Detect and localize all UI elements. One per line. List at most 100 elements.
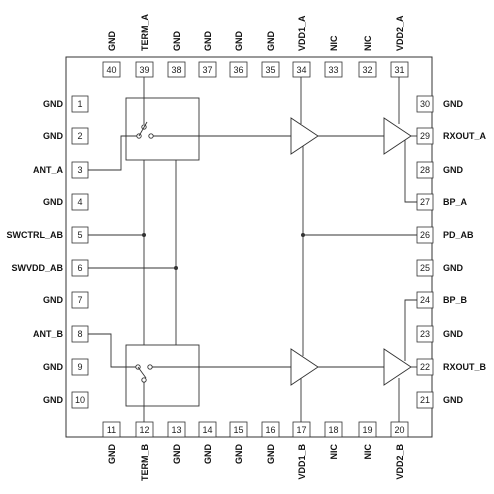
pin-number: 3 — [77, 165, 82, 175]
pin-24: 24 BP_B — [416, 291, 468, 309]
switch-a-block — [125, 97, 200, 161]
pin-number: 15 — [233, 425, 243, 435]
pin-label: NIC — [363, 444, 373, 460]
pin-number: 26 — [420, 230, 430, 240]
pin-35: 35 GND — [261, 31, 280, 78]
lna2-b-triangle — [383, 348, 412, 386]
pin-number: 18 — [328, 425, 338, 435]
pin-16: 16 GND — [261, 421, 280, 464]
pin-number: 5 — [77, 230, 82, 240]
pin-25: 25 GND — [416, 259, 464, 277]
pin-number: 12 — [139, 425, 149, 435]
pd-junction — [301, 233, 305, 237]
pin-31: 31 VDD2_A — [390, 15, 409, 78]
pin-number: 17 — [296, 425, 306, 435]
ant-b-trace — [88, 333, 136, 368]
pin-label: VDD1_A — [297, 15, 307, 51]
pin-20: 20 VDD2_B — [390, 421, 409, 480]
pin-27: 27 BP_A — [416, 193, 468, 211]
pin-number: 16 — [265, 425, 275, 435]
pin-22: 22 RXOUT_B — [416, 358, 487, 376]
pin-number: 22 — [420, 362, 430, 372]
pin-7: 7 GND — [43, 291, 89, 309]
pin-label: NIC — [329, 35, 339, 51]
pin-label: VDD2_B — [395, 444, 405, 480]
pin-label: GND — [43, 197, 64, 207]
pin-number: 19 — [362, 425, 372, 435]
pin-6: 6 SWVDD_AB — [11, 259, 89, 277]
pin-1: 1 GND — [43, 95, 89, 113]
pin-number: 37 — [202, 65, 212, 75]
pin-12: 12 TERM_B — [135, 421, 154, 482]
pin-number: 31 — [394, 65, 404, 75]
pin-number: 14 — [202, 425, 212, 435]
bp-a-trace — [404, 140, 417, 203]
pin-label: GND — [234, 31, 244, 52]
pin-label: RXOUT_B — [443, 362, 487, 372]
pin-label: GND — [107, 444, 117, 465]
pin-number: 39 — [139, 65, 149, 75]
pin-label: SWCTRL_AB — [7, 230, 64, 240]
internal-circuit — [88, 77, 417, 422]
pin-19: 19 NIC — [358, 421, 377, 460]
pin-32: 32 NIC — [358, 35, 377, 78]
pin-10: 10 GND — [43, 391, 89, 409]
pin-number: 6 — [77, 263, 82, 273]
pin-label: GND — [172, 31, 182, 52]
pin-number: 35 — [265, 65, 275, 75]
pin-26: 26 PD_AB — [416, 226, 474, 244]
pin-number: 32 — [362, 65, 372, 75]
pin-38: 38 GND — [167, 31, 186, 78]
pin-number: 4 — [77, 197, 82, 207]
pin-39: 39 TERM_A — [135, 13, 154, 78]
pin-30: 30 GND — [416, 95, 464, 113]
lna1-b-triangle — [290, 348, 319, 386]
pin-number: 10 — [75, 395, 85, 405]
pin-label: ANT_A — [33, 165, 64, 175]
pin-number: 24 — [420, 295, 430, 305]
pin-label: SWVDD_AB — [11, 263, 63, 273]
chip-outline — [65, 56, 433, 438]
pin-2: 2 GND — [43, 127, 89, 145]
pin-label: PD_AB — [443, 230, 474, 240]
left-pins: 1 GND 2 GND 3 ANT_A 4 GND 5 SWCTRL_AB 6 … — [7, 95, 89, 409]
pin-label: GND — [443, 329, 464, 339]
switch-b-block — [125, 344, 200, 407]
pin-number: 30 — [420, 99, 430, 109]
pin-label: GND — [43, 99, 64, 109]
pin-23: 23 GND — [416, 325, 464, 343]
pin-11: 11 GND — [102, 421, 121, 465]
pin-number: 8 — [77, 329, 82, 339]
pin-number: 2 — [77, 131, 82, 141]
pin-label: GND — [43, 131, 64, 141]
swctrl-junction — [142, 233, 146, 237]
switch-b-icon — [135, 364, 153, 422]
pin-number: 33 — [328, 65, 338, 75]
pin-label: VDD2_A — [395, 15, 405, 51]
pin-number: 29 — [420, 131, 430, 141]
pin-label: GND — [43, 362, 64, 372]
pin-label: BP_A — [443, 197, 468, 207]
pin-label: TERM_B — [140, 444, 150, 482]
pin-number: 1 — [77, 99, 82, 109]
pin-number: 7 — [77, 295, 82, 305]
pin-40: 40 GND — [102, 31, 121, 78]
right-pins: 30 GND 29 RXOUT_A 28 GND 27 BP_A 26 PD_A… — [416, 95, 487, 409]
pin-28: 28 GND — [416, 161, 464, 179]
pin-label: GND — [443, 395, 464, 405]
pin-label: NIC — [329, 444, 339, 460]
pin-4: 4 GND — [43, 193, 89, 211]
pin-number: 9 — [77, 362, 82, 372]
pin-15: 15 GND — [229, 421, 248, 464]
pin-label: GND — [443, 99, 464, 109]
bottom-pins: 11 GND 12 TERM_B 13 GND 14 GND 15 GND 16… — [102, 421, 409, 482]
pin-5: 5 SWCTRL_AB — [7, 226, 89, 244]
pin-number: 23 — [420, 329, 430, 339]
pin-label: GND — [43, 295, 64, 305]
pin-label: BP_B — [443, 295, 468, 305]
pin-14: 14 GND — [198, 421, 217, 464]
pin-number: 38 — [171, 65, 181, 75]
pin-18: 18 NIC — [324, 421, 343, 460]
pin-number: 36 — [233, 65, 243, 75]
